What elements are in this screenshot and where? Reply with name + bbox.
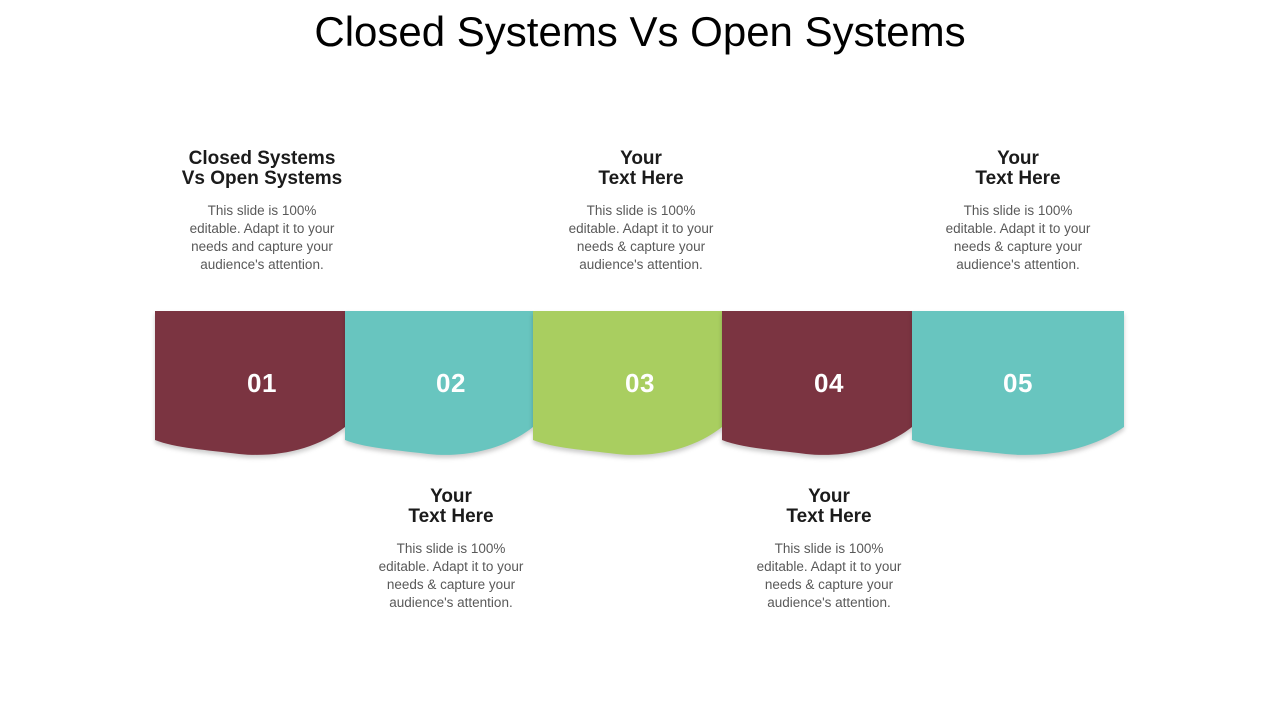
wave-path [912,311,1124,455]
callout-body: This slide is 100% editable. Adapt it to… [189,203,335,272]
callout-bottom-step-4: Your Text Here This slide is 100% editab… [714,487,944,612]
callout-heading: Closed Systems Vs Open Systems [181,148,343,189]
step-number-1: 01 [247,368,277,398]
wave-path [155,311,345,455]
wave-path [722,311,912,455]
wave-path [533,311,722,455]
wave-shape-step-2 [345,311,533,455]
callout-top-step-1: Closed Systems Vs Open Systems This slid… [147,149,377,274]
wave-path [345,311,533,455]
callout-body: This slide is 100% editable. Adapt it to… [378,541,524,610]
step-number-2: 02 [436,368,466,398]
callout-body: This slide is 100% editable. Adapt it to… [568,203,714,272]
step-number-3: 03 [625,368,655,398]
step-number-5: 05 [1003,368,1033,398]
step-number-4: 04 [814,368,844,398]
slide-title: Closed Systems Vs Open Systems [314,8,966,55]
wave-shape-step-3 [533,311,722,455]
callout-heading: Your Text Here [786,486,872,527]
callout-top-step-5: Your Text Here This slide is 100% editab… [903,149,1133,274]
callout-bottom-step-2: Your Text Here This slide is 100% editab… [336,487,566,612]
callout-heading: Your Text Here [975,148,1061,189]
wave-shape-step-1 [155,311,345,455]
wave-shape-step-5 [912,311,1124,455]
callout-body: This slide is 100% editable. Adapt it to… [756,541,902,610]
callout-top-step-3: Your Text Here This slide is 100% editab… [526,149,756,274]
callout-heading: Your Text Here [598,148,684,189]
wave-shape-step-4 [722,311,912,455]
callout-heading: Your Text Here [408,486,494,527]
callout-body: This slide is 100% editable. Adapt it to… [945,203,1091,272]
